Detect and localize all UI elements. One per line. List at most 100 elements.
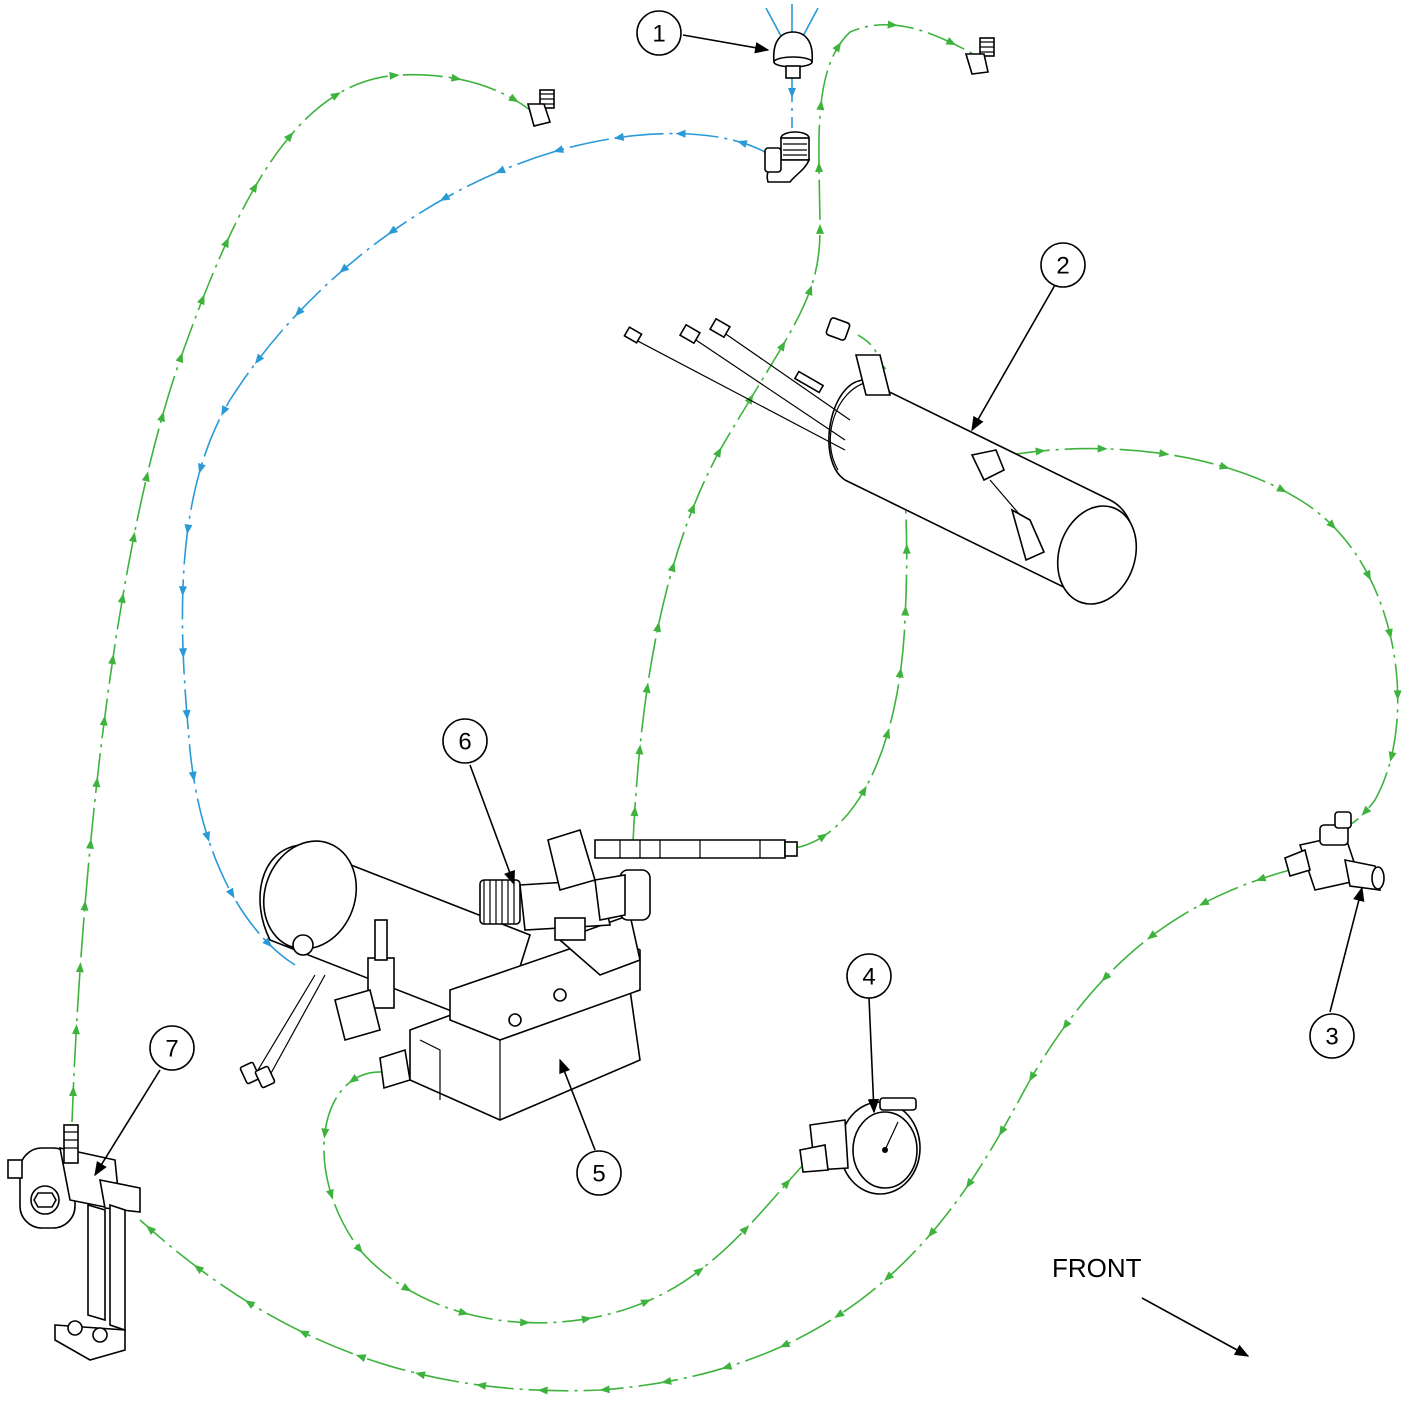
flow-arrowhead-46: [1035, 447, 1046, 456]
flow-arrowhead-75: [355, 1354, 367, 1362]
leader-5: [559, 1058, 596, 1151]
callout-6-label: 6: [458, 729, 471, 756]
blue-line-main-return: [181, 132, 771, 966]
flow-arrowhead-78: [193, 1264, 205, 1275]
flow-arrowhead-90: [739, 1225, 750, 1236]
flow-arrowhead-40: [895, 667, 904, 678]
flow-arrowhead-74: [415, 1371, 426, 1380]
flow-arrowhead-107: [182, 709, 191, 721]
flow-arrowhead-76: [298, 1330, 310, 1339]
flow-arrowhead-8: [117, 592, 126, 604]
flow-arrowhead-96: [495, 165, 506, 174]
leader-4: [867, 997, 880, 1114]
flow-arrowhead-36: [945, 37, 957, 46]
flow-arrowhead-11: [157, 411, 165, 423]
flow-arrowhead-12: [175, 352, 184, 364]
callout-3[interactable]: 3: [1309, 1013, 1355, 1059]
flow-arrowhead-63: [999, 1125, 1008, 1137]
flow-arrowhead-54: [1393, 690, 1402, 701]
flow-arrowhead-92: [736, 140, 748, 148]
elbow-fitting-left: [526, 89, 555, 127]
flow-arrowhead-32: [815, 161, 824, 172]
pressure-gauge-assembly: [799, 1097, 921, 1195]
flow-arrowhead-25: [667, 561, 676, 573]
flow-arrowhead-22: [635, 744, 644, 755]
flow-arrowhead-13: [197, 294, 205, 306]
flow-arrowhead-6: [99, 715, 108, 726]
flow-arrowhead-89: [693, 1267, 704, 1277]
flow-arrowhead-2: [75, 962, 84, 973]
pump-motor-end: [262, 840, 358, 950]
callout-6[interactable]: 6: [442, 718, 488, 764]
flow-arrows: [68, 20, 1402, 1395]
blue-line-vent-inlet-left: [765, 7, 783, 39]
flow-arrowhead-91: [780, 1179, 791, 1190]
flow-arrowhead-10: [141, 471, 150, 482]
tank-assembly: [623, 317, 1138, 605]
flow-arrowhead-101: [254, 353, 265, 364]
flow-arrowhead-105: [178, 586, 187, 597]
flow-arrowhead-26: [687, 503, 695, 515]
flow-arrowhead-64: [965, 1177, 975, 1189]
vent-cap-assembly: [772, 31, 814, 79]
flow-arrowhead-3: [80, 900, 89, 911]
vacuum-elbow-fitting: [764, 131, 811, 183]
callout-1-label: 1: [652, 21, 665, 48]
vent-cap: [772, 31, 814, 63]
flow-arrowhead-14: [221, 237, 229, 249]
flow-arrowhead-31: [816, 223, 825, 234]
flow-arrowhead-94: [613, 132, 625, 141]
flow-arrowhead-112: [788, 88, 796, 98]
flow-arrowhead-61: [1062, 1019, 1072, 1030]
flow-arrowhead-77: [244, 1300, 256, 1309]
front-indicator: FRONT: [1052, 1253, 1250, 1357]
callout-7[interactable]: 7: [149, 1025, 195, 1071]
tank-fitting-top: [854, 354, 892, 396]
flow-arrowhead-1: [72, 1024, 81, 1035]
flow-arrowhead-109: [202, 831, 210, 842]
flow-arrowhead-38: [858, 785, 867, 797]
flow-arrowhead-41: [901, 605, 910, 616]
callout-2[interactable]: 2: [1040, 242, 1086, 288]
callout-5[interactable]: 5: [576, 1150, 622, 1196]
flow-arrowhead-60: [1101, 971, 1112, 982]
flow-arrowhead-110: [226, 887, 235, 899]
callout-4[interactable]: 4: [846, 953, 892, 999]
flow-arrowhead-19: [450, 73, 462, 82]
callout-3-label: 3: [1325, 1024, 1338, 1051]
flow-arrowhead-18: [389, 71, 400, 80]
callout-4-label: 4: [862, 964, 875, 991]
callout-1[interactable]: 1: [636, 10, 682, 56]
flow-arrowhead-70: [661, 1376, 672, 1385]
leader-3: [1329, 886, 1365, 1013]
flow-arrowhead-86: [520, 1318, 531, 1327]
flow-arrowhead-80: [348, 1074, 360, 1084]
callout-7-label: 7: [165, 1036, 178, 1063]
flow-arrowhead-98: [387, 225, 399, 235]
flow-arrowhead-66: [883, 1271, 895, 1282]
callout-leaders: [94, 34, 1365, 1177]
leader-1: [682, 34, 770, 54]
blue-line-vent-inlet-right: [801, 7, 819, 39]
flow-arrowhead-39: [882, 728, 891, 739]
flow-arrowhead-15: [249, 182, 258, 194]
flow-arrowhead-71: [599, 1385, 610, 1394]
blue-vacuum-lines: [181, 4, 819, 966]
flow-arrowhead-62: [1028, 1071, 1038, 1082]
flow-arrowhead-48: [1158, 449, 1170, 458]
flow-arrowhead-87: [581, 1315, 592, 1324]
green-line-tank-to-valve3: [1009, 447, 1399, 831]
flow-arrowhead-42: [902, 543, 911, 554]
callout-2-label: 2: [1056, 253, 1069, 280]
pump-wiring: [239, 974, 326, 1089]
flow-arrowhead-0: [68, 1086, 77, 1097]
green-line-pump-to-gauge: [323, 1071, 806, 1324]
leader-7: [94, 1069, 161, 1177]
flow-arrowhead-35: [887, 20, 898, 29]
tank-end-cap: [1056, 505, 1138, 605]
flow-arrowhead-59: [1147, 930, 1158, 940]
flow-arrowhead-20: [508, 93, 519, 103]
flow-arrowhead-79: [146, 1225, 157, 1236]
flow-arrowhead-24: [653, 621, 661, 633]
